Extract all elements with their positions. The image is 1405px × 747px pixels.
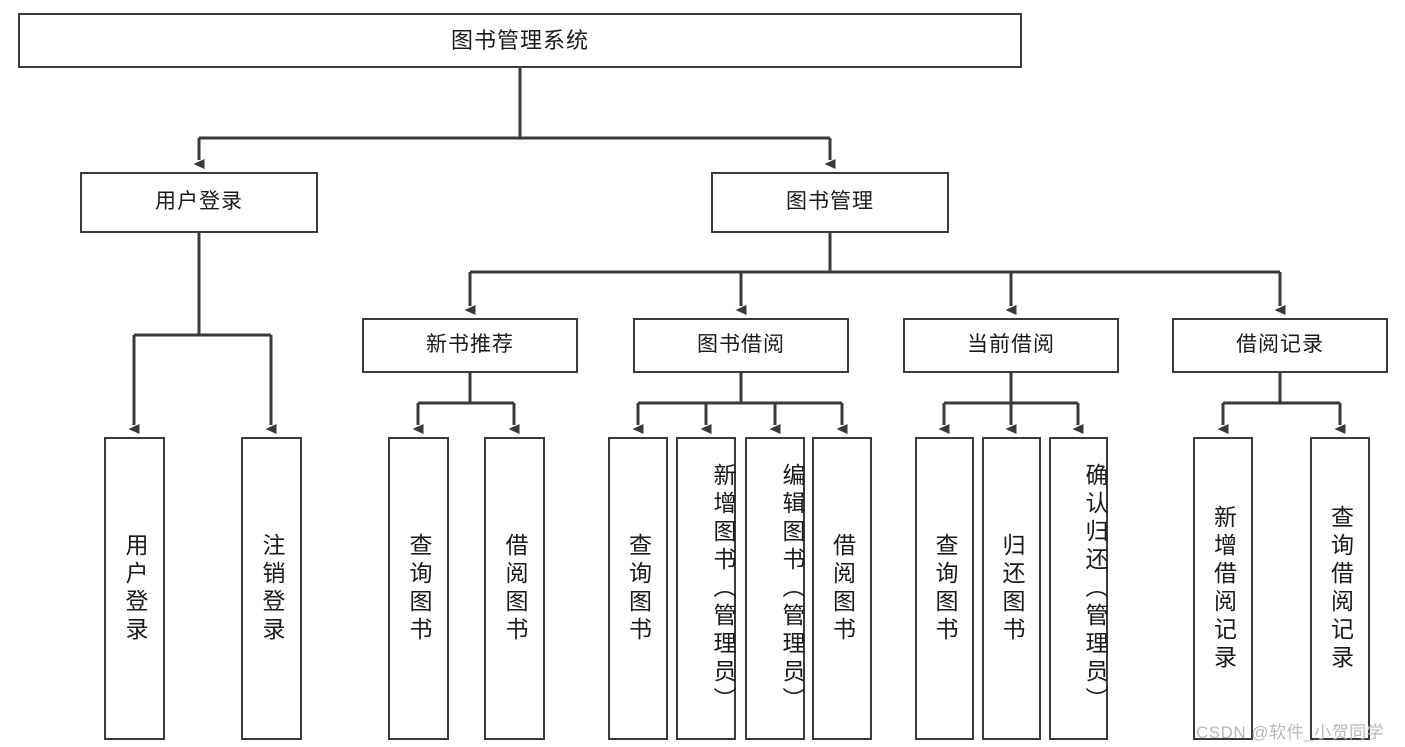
- node-leaf-add-book-admin[interactable]: 新增图书（管理员）: [676, 437, 736, 740]
- node-leaf-user-login[interactable]: 用户登录: [104, 437, 165, 740]
- node-user-login[interactable]: 用户登录: [80, 172, 318, 233]
- node-leaf-add-borrow-record[interactable]: 新增借阅记录: [1193, 437, 1253, 740]
- node-book-manage[interactable]: 图书管理: [711, 172, 949, 233]
- csdn-watermark: CSDN @软件_小贺同学: [1196, 723, 1385, 742]
- node-leaf-borrow-book[interactable]: 借阅图书: [812, 437, 872, 740]
- node-leaf-query-book-current[interactable]: 查询图书: [915, 437, 974, 740]
- node-current-borrow[interactable]: 当前借阅: [903, 318, 1119, 373]
- node-root-system[interactable]: 图书管理系统: [18, 13, 1022, 68]
- node-leaf-logout[interactable]: 注销登录: [241, 437, 302, 740]
- node-borrow-record[interactable]: 借阅记录: [1172, 318, 1388, 373]
- node-leaf-return-book[interactable]: 归还图书: [982, 437, 1041, 740]
- node-leaf-borrow-book-recommend[interactable]: 借阅图书: [484, 437, 545, 740]
- node-leaf-query-book-borrow[interactable]: 查询图书: [608, 437, 668, 740]
- node-leaf-edit-book-admin[interactable]: 编辑图书（管理员）: [745, 437, 805, 740]
- node-leaf-query-borrow-record[interactable]: 查询借阅记录: [1310, 437, 1370, 740]
- node-new-book-recommend[interactable]: 新书推荐: [362, 318, 578, 373]
- node-leaf-query-book-recommend[interactable]: 查询图书: [388, 437, 449, 740]
- node-leaf-confirm-return-admin[interactable]: 确认归还（管理员）: [1049, 437, 1108, 740]
- node-book-borrow[interactable]: 图书借阅: [633, 318, 849, 373]
